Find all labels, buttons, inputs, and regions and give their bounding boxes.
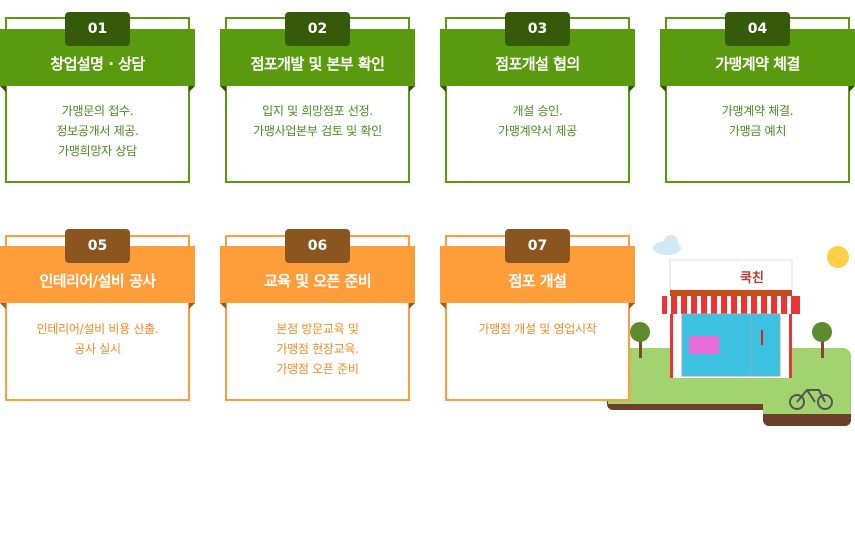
step-desc: 가맹점 현장교육. [276, 342, 359, 356]
store-illustration: 쿡친 [605, 232, 855, 432]
step-desc: 가맹문의 접수. [61, 104, 134, 118]
step-card: 점포개발 및 본부 확인 02 입지 및 희망점포 선정.가맹사업본부 검토 및… [220, 12, 415, 183]
tree-icon [630, 322, 650, 358]
step-title: 인테리어/설비 공사 [0, 246, 195, 309]
step-desc: 본점 방문교육 및 [276, 322, 359, 336]
step-title: 가맹계약 체결 [660, 29, 855, 92]
step-desc: 가맹금 예치 [728, 124, 787, 138]
store-sign: 쿡친 [740, 271, 764, 286]
bicycle-icon [789, 389, 833, 410]
step-number: 03 [505, 12, 570, 46]
step-number: 05 [65, 229, 130, 263]
step-number: 01 [65, 12, 130, 46]
step-desc: 공사 실시 [74, 342, 121, 356]
step-desc: 가맹계약 체결. [721, 104, 794, 118]
step-card: 점포 개설 07 가맹점 개설 및 영업시작 [440, 229, 635, 401]
step-desc: 가맹희망자 상담 [58, 144, 137, 158]
step-desc: 가맹사업본부 검토 및 확인 [253, 124, 382, 138]
step-desc: 가맹계약서 제공 [498, 124, 577, 138]
step-desc: 개설 승인. [512, 104, 563, 118]
cloud-icon [653, 235, 681, 255]
step-number: 04 [725, 12, 790, 46]
step-desc: 입지 및 희망점포 선정. [262, 104, 373, 118]
step-desc: 가맹점 오픈 준비 [276, 362, 359, 376]
tree-icon [812, 322, 832, 358]
step-number: 02 [285, 12, 350, 46]
step-desc: 가맹점 개설 및 영업시작 [478, 322, 597, 336]
step-card: 점포개설 협의 03 개설 승인.가맹계약서 제공 [440, 12, 635, 183]
step-number: 06 [285, 229, 350, 263]
sun-icon [827, 246, 849, 268]
step-desc: 정보공개서 제공. [56, 124, 139, 138]
step-card: 창업설명 · 상담 01 가맹문의 접수.정보공개서 제공.가맹희망자 상담 [0, 12, 195, 183]
step-card: 가맹계약 체결 04 가맹계약 체결. 가맹금 예치 [660, 12, 855, 183]
step-number: 07 [505, 229, 570, 263]
step-desc: 인테리어/설비 비용 산출. [36, 322, 159, 336]
step-card: 인테리어/설비 공사 05 인테리어/설비 비용 산출. 공사 실시 [0, 229, 195, 401]
